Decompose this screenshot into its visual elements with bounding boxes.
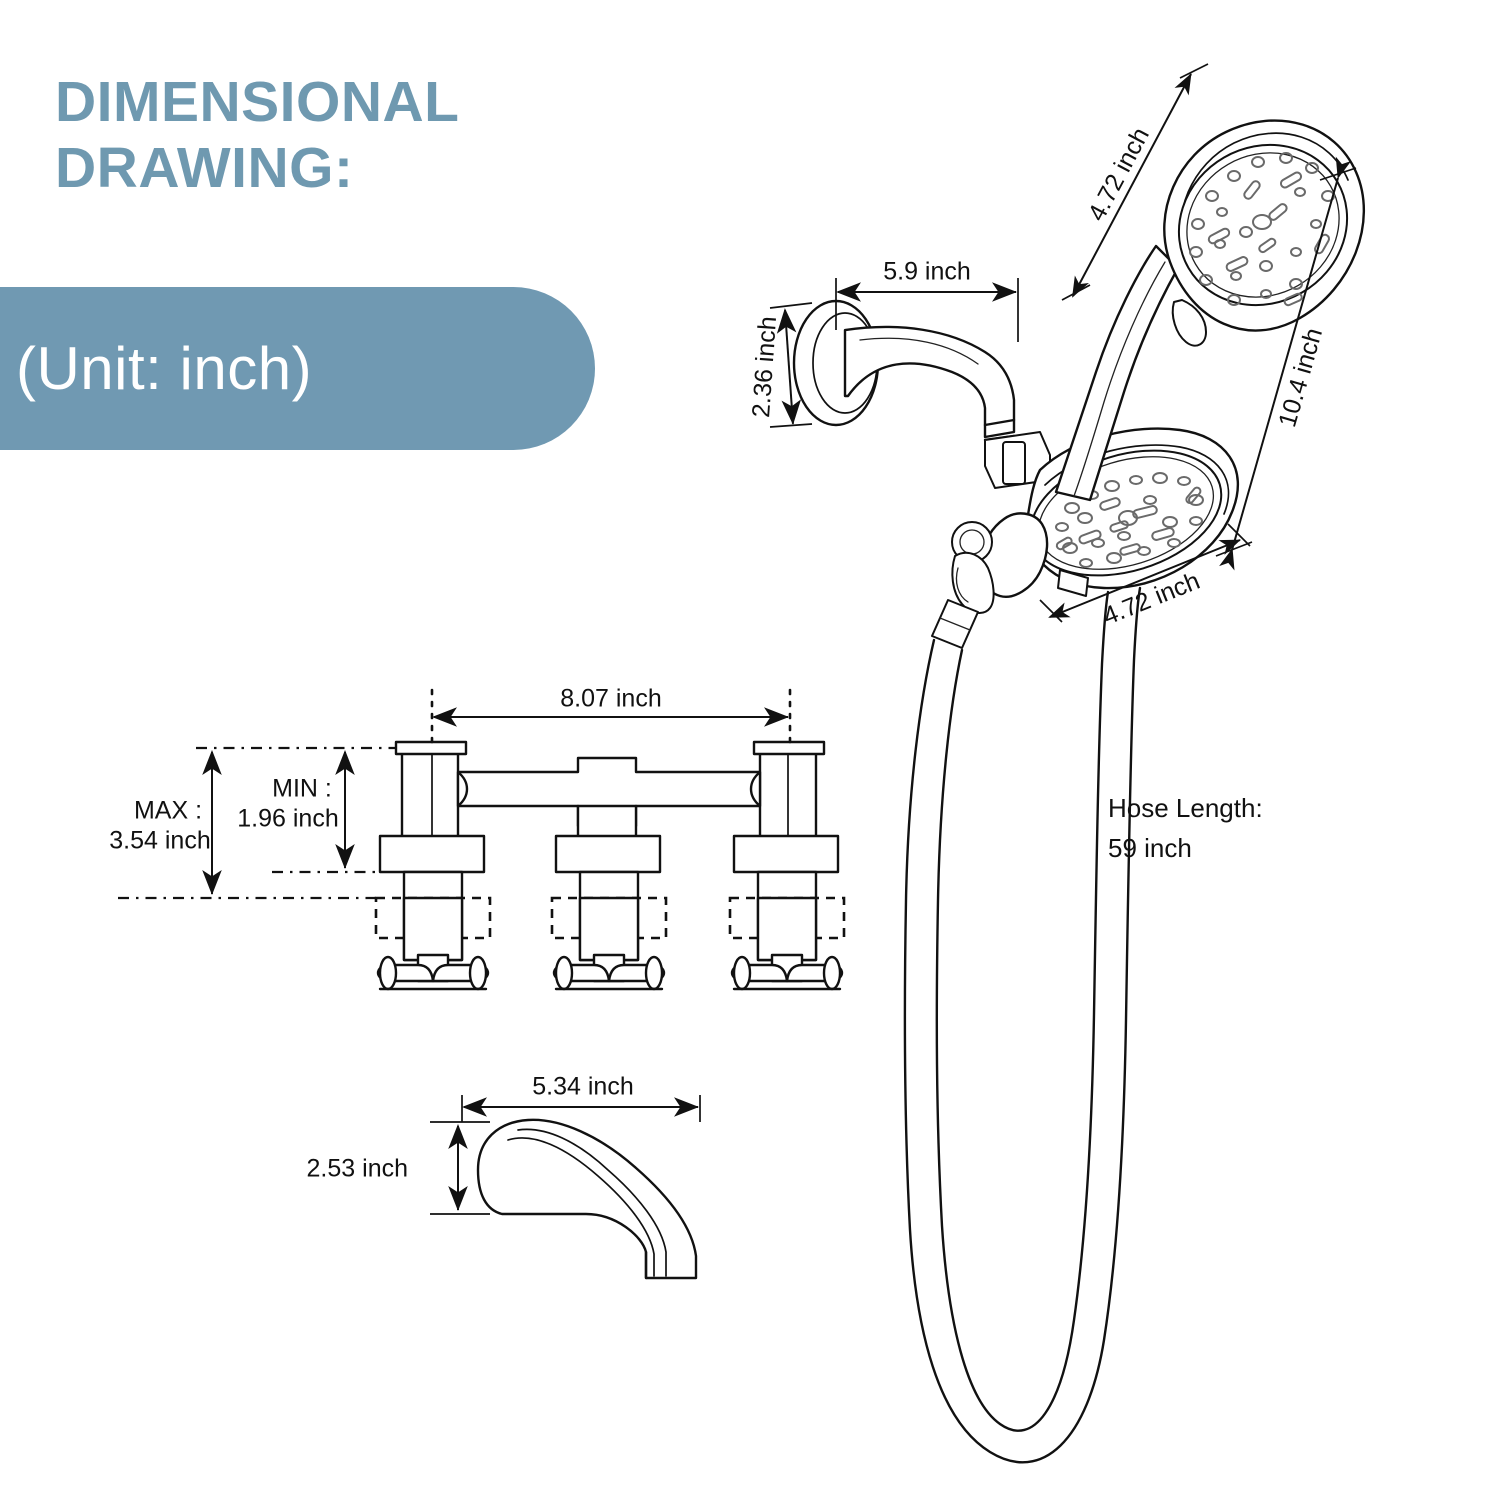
- hose-length-label-line2: 59 inch: [1108, 833, 1192, 863]
- dim-label-spout-length: 5.34 inch: [532, 1073, 633, 1101]
- dim-label-valve-max-line1: MAX :: [134, 797, 202, 825]
- dim-label-valve-spread: 8.07 inch: [560, 685, 661, 713]
- diverter-bracket: [931, 512, 1049, 649]
- dim-label-flange-diameter: 2.36 inch: [747, 315, 782, 418]
- tub-spout: [476, 1118, 698, 1280]
- valve-assembly: [374, 740, 846, 991]
- dimension-spout-length: 5.34 inch: [461, 1073, 701, 1122]
- valve-cross-handles: [376, 953, 844, 991]
- unit-badge: (Unit: inch): [0, 287, 595, 450]
- dimension-valve-max: MAX : 3.54 inch: [109, 750, 376, 900]
- dimension-valve-spread: 8.07 inch: [430, 685, 792, 750]
- unit-badge-label: (Unit: inch): [16, 335, 313, 402]
- dim-label-arm-projection: 5.9 inch: [883, 258, 971, 286]
- dim-label-valve-min-line2: 1.96 inch: [237, 805, 338, 833]
- dim-label-valve-max-line2: 3.54 inch: [109, 827, 210, 855]
- dimension-spout-height: 2.53 inch: [307, 1121, 490, 1215]
- hose-length-annotation: Hose Length: 59 inch: [1108, 793, 1263, 863]
- shower-arm-assembly: [792, 299, 1051, 489]
- page-title: DIMENSIONAL DRAWING:: [55, 70, 460, 200]
- dim-label-valve-min-line1: MIN :: [272, 775, 332, 803]
- dimension-valve-min: MIN : 1.96 inch: [196, 746, 396, 874]
- hose-length-label-line1: Hose Length:: [1108, 793, 1263, 823]
- dim-label-spout-height: 2.53 inch: [307, 1155, 408, 1183]
- shower-hose: [903, 586, 1142, 1464]
- dimension-arm-projection: 5.9 inch: [835, 258, 1019, 342]
